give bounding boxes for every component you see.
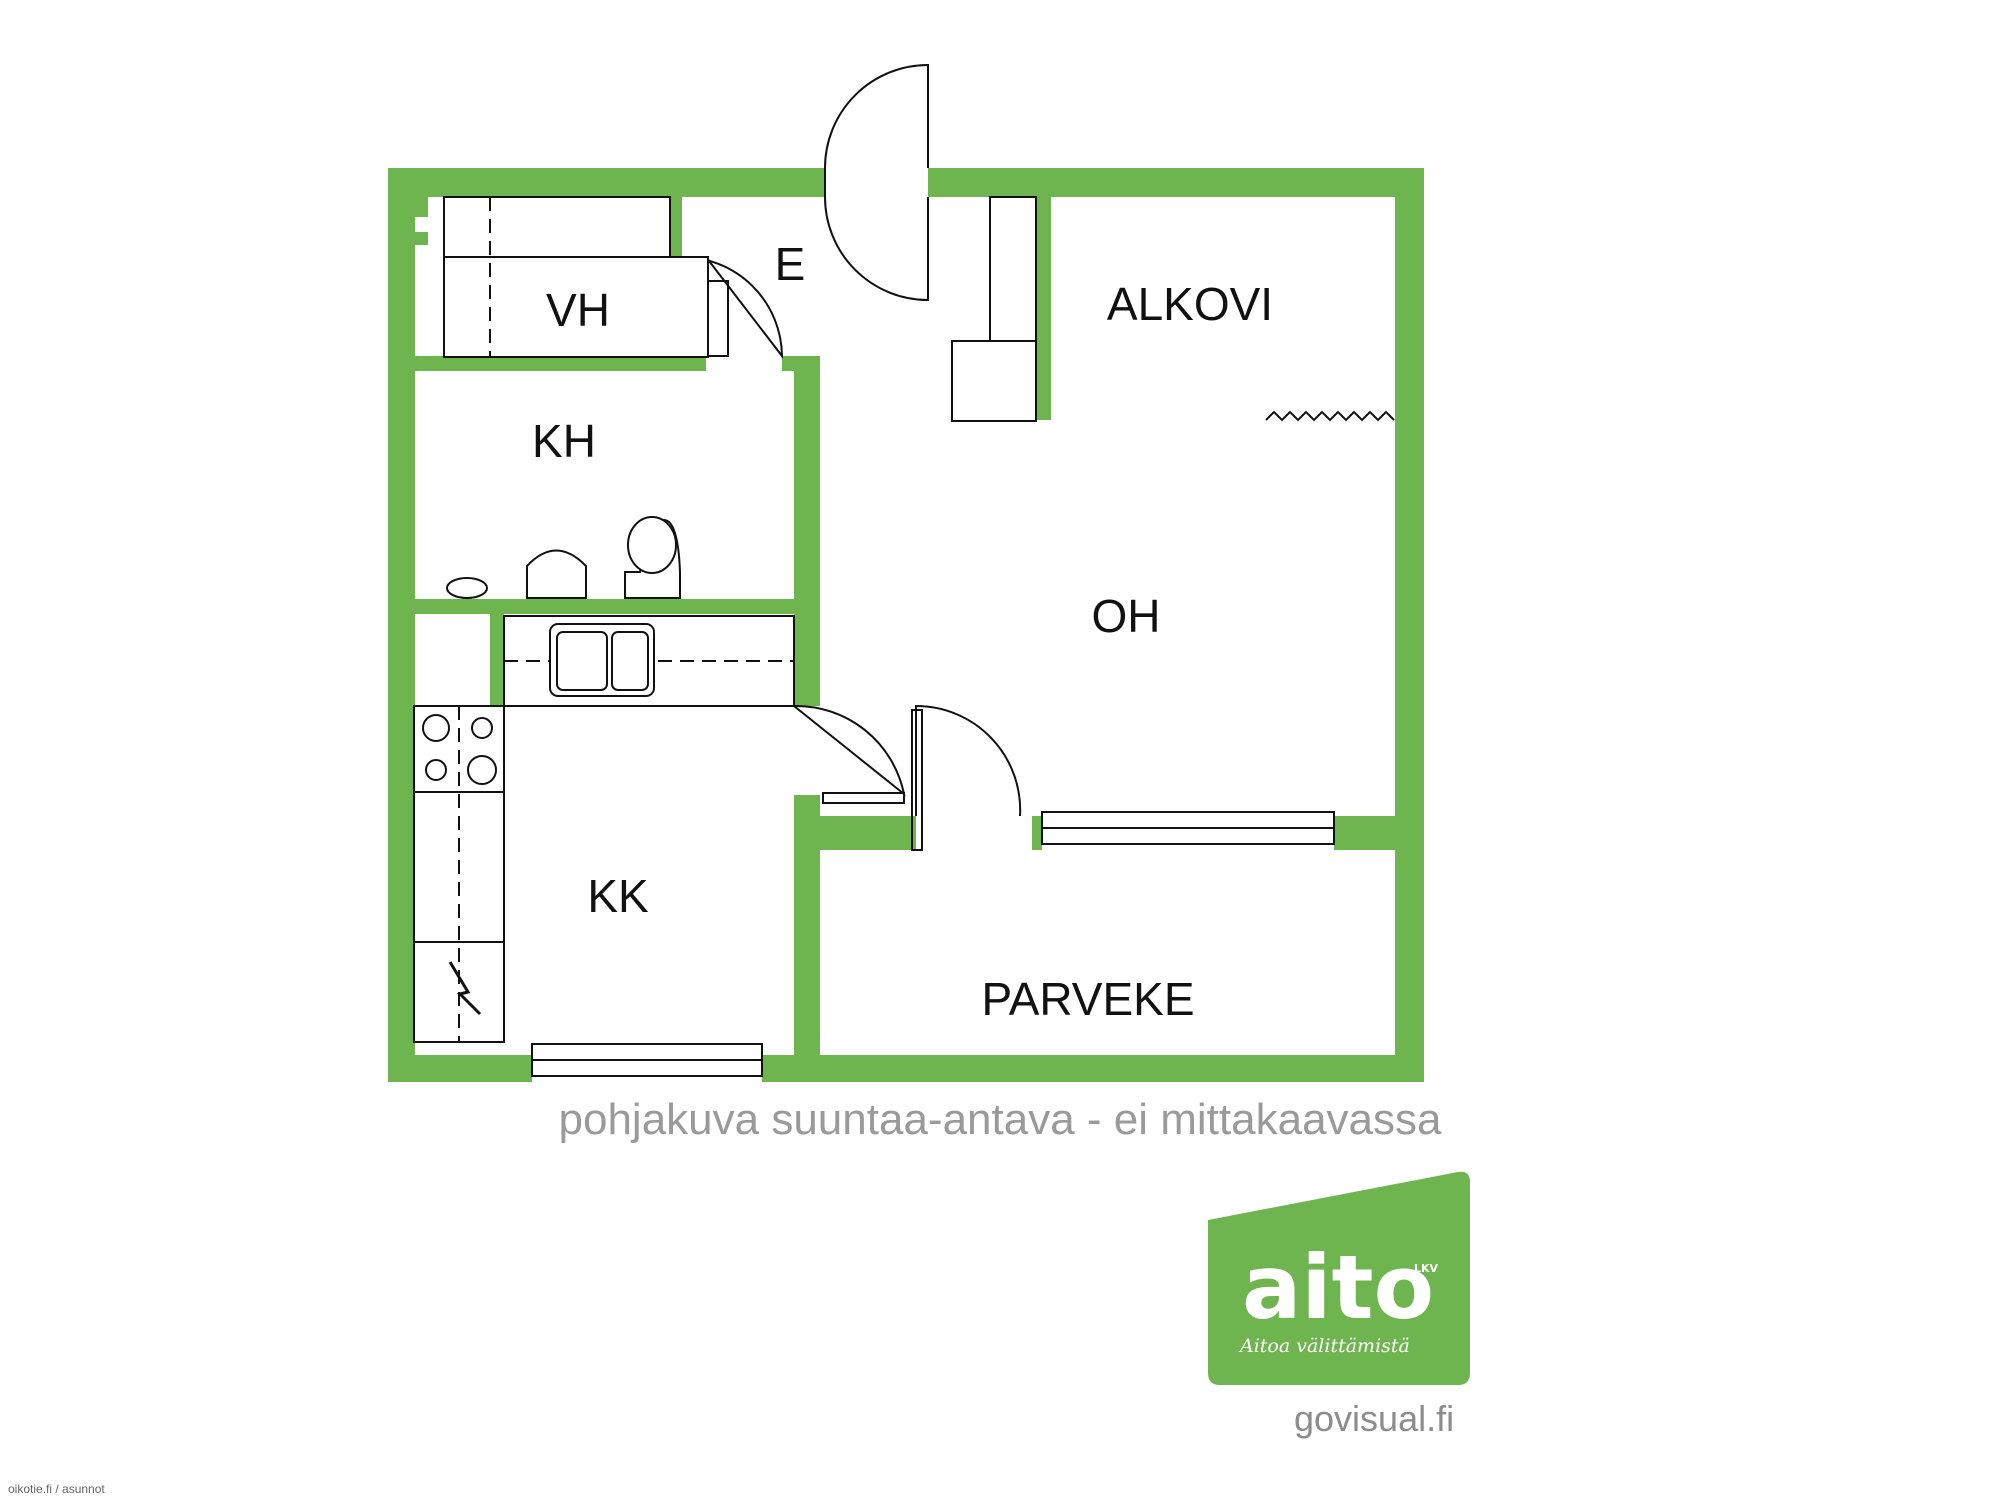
room-label-e: E (775, 238, 806, 290)
credit-text: govisual.fi (1294, 1398, 1455, 1439)
fixtures (413, 196, 1037, 1043)
room-label-oh: OH (1092, 590, 1161, 642)
source-text: oikotie.fi / asunnot (8, 1482, 105, 1496)
room-label-kh: KH (532, 415, 596, 467)
room-label-parveke: PARVEKE (981, 973, 1194, 1025)
room-label-kk: KK (587, 870, 649, 922)
logo-slogan: Aitoa välittämistä (1238, 1335, 1410, 1357)
room-label-alkovi: ALKOVI (1107, 278, 1273, 330)
radiator-icon (1265, 410, 1395, 422)
walls (388, 168, 1424, 1082)
disclaimer-note: pohjakuva suuntaa-antava - ei mittakaava… (558, 1095, 1442, 1144)
brand-logo: aito LKV Aitoa välittämistä (1208, 1171, 1470, 1385)
room-label-vh: VH (546, 284, 610, 336)
electric-panel-icon (448, 961, 482, 1016)
logo-name: aito (1242, 1236, 1434, 1339)
logo-suffix: LKV (1414, 1262, 1439, 1275)
windows (531, 811, 1335, 1077)
